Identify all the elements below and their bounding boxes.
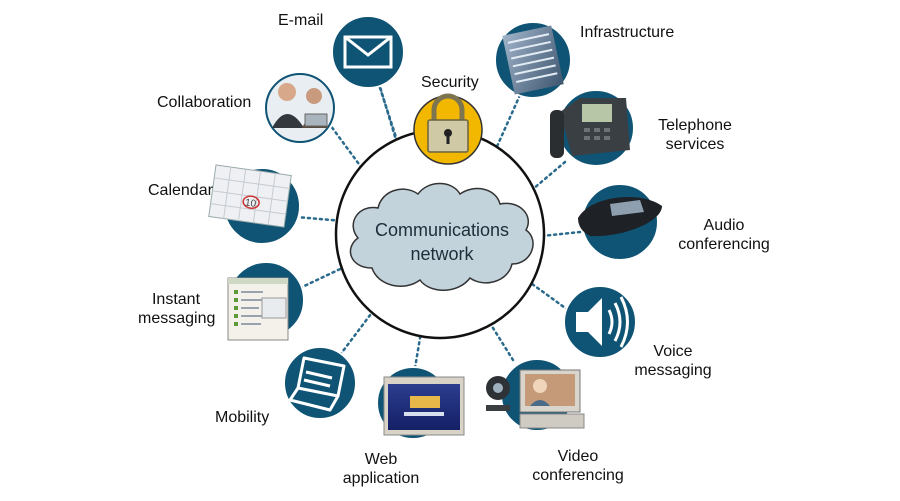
infrastructure-label: Infrastructure	[580, 24, 675, 41]
voice-label-line2: messaging	[634, 362, 712, 379]
telephone-node	[550, 89, 635, 167]
conference-phone-icon	[578, 196, 662, 237]
web-node	[376, 366, 465, 440]
im-label-line2: messaging	[138, 310, 216, 327]
video-label: Video conferencing	[524, 447, 632, 485]
calendar-day-number: 10	[244, 197, 257, 210]
people-icon	[267, 75, 333, 141]
video-label-line1: Video	[557, 448, 599, 465]
voice-label-line1: Voice	[653, 343, 693, 360]
audio-label: Audio conferencing	[672, 216, 776, 254]
web-label-line1: Web	[364, 451, 398, 468]
collaboration-node	[263, 71, 337, 145]
video-label-line2: conferencing	[532, 467, 624, 484]
speaker-icon	[576, 296, 629, 348]
audio-node	[578, 183, 662, 261]
center-label-line2: network	[410, 244, 474, 264]
mobility-label: Mobility	[215, 409, 270, 426]
infrastructure-node	[494, 21, 572, 99]
security-node	[413, 93, 483, 165]
webcam-icon	[486, 369, 585, 429]
server-rack-icon	[502, 25, 564, 95]
center-label: Communications network	[352, 218, 532, 266]
security-label: Security	[421, 74, 479, 91]
voice-node	[563, 285, 637, 359]
center-label-line1: Communications	[374, 220, 510, 240]
connector-audio	[530, 230, 582, 239]
web-label: Web application	[328, 450, 434, 488]
email-node	[331, 15, 405, 89]
im-label: Instant messaging	[138, 290, 216, 328]
telephone-label-line1: Telephone	[658, 117, 732, 134]
cloud-shape	[349, 182, 534, 291]
voice-label: Voice messaging	[628, 342, 718, 380]
im-label-line1: Instant	[151, 291, 201, 308]
telephone-label-line2: services	[665, 136, 725, 153]
padlock-icon	[427, 93, 469, 153]
video-node	[486, 358, 585, 432]
web-label-line2: application	[342, 470, 420, 487]
telephone-label: Telephone services	[650, 116, 740, 154]
im-node	[227, 261, 305, 341]
calendar-node: 10	[208, 164, 301, 245]
envelope-icon	[343, 35, 393, 69]
browser-window-icon	[383, 376, 465, 436]
calendar-label: Calendar	[148, 182, 213, 199]
desk-phone-icon	[550, 98, 630, 158]
audio-label-line2: conferencing	[678, 236, 770, 253]
audio-label-line1: Audio	[703, 217, 745, 234]
calendar-icon: 10	[208, 164, 292, 228]
connector-mobility	[338, 280, 397, 357]
email-label: E-mail	[278, 12, 324, 29]
mobility-node	[283, 346, 357, 420]
collaboration-label: Collaboration	[157, 94, 252, 111]
chat-window-icon	[227, 277, 289, 341]
laptop-icon	[288, 356, 346, 412]
